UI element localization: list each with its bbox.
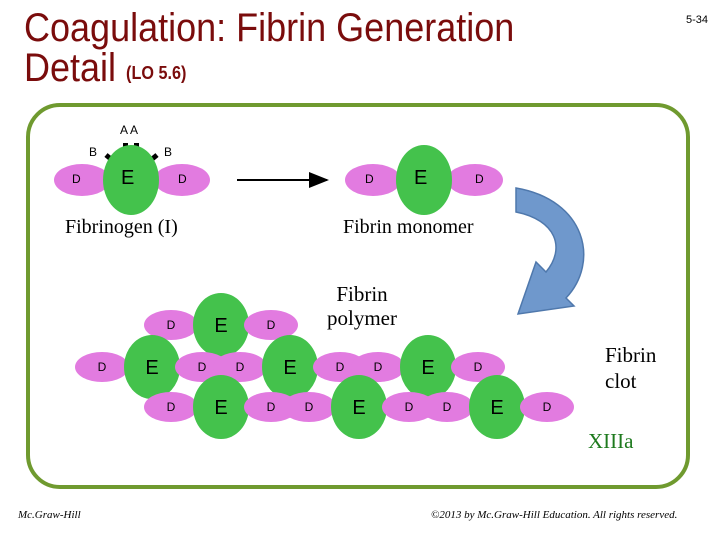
polymer-e-domain-13	[193, 375, 249, 439]
fibrinogen-label: Fibrinogen (I)	[65, 216, 178, 238]
monomer-d-right-domain	[447, 164, 503, 196]
diagram-panel	[26, 103, 690, 489]
polymer-label-line1: Fibrin	[336, 282, 388, 306]
monomer-e-label: E	[414, 167, 428, 189]
polymer-d-label-6: D	[236, 360, 245, 374]
polymer-e-label-19: E	[490, 397, 503, 419]
polymer-e-domain-1	[193, 293, 249, 357]
fibrinogen-d-left-label: D	[72, 172, 81, 186]
polymer-d-label-15: D	[305, 400, 314, 414]
polymer-e-domain-4	[124, 335, 180, 399]
polymer-d-domain-20	[520, 392, 574, 422]
monomer-d-left-label: D	[365, 172, 374, 186]
polymer-d-domain-15	[282, 392, 336, 422]
publisher-footer: Mc.Graw-Hill	[18, 509, 81, 521]
slide-title-detail: Detail	[24, 46, 117, 90]
polymer-d-domain-11	[451, 352, 505, 382]
fibrinogen-e-domain	[103, 145, 159, 215]
polymer-d-label-12: D	[167, 400, 176, 414]
polymer-e-domain-7	[262, 335, 318, 399]
polymer-d-domain-17	[382, 392, 436, 422]
polymer-d-domain-2	[244, 310, 298, 340]
peptide-a-label: A A	[120, 123, 139, 137]
monomer-d-right-label: D	[475, 172, 484, 186]
learning-objective: (LO 5.6)	[126, 63, 187, 83]
monomer-e-domain	[396, 145, 452, 215]
polymer-label-line2: polymer	[327, 306, 397, 330]
polymer-d-label-14: D	[267, 400, 276, 414]
fibrinogen-e-label: E	[121, 167, 135, 189]
polymer-d-label-3: D	[98, 360, 107, 374]
polymer-d-domain-12	[144, 392, 198, 422]
slide-title-line2: Detail (LO 5.6)	[24, 48, 186, 95]
polymer-d-domain-8	[313, 352, 367, 382]
polymer-e-domain-16	[331, 375, 387, 439]
polymer-d-domain-18	[420, 392, 474, 422]
slide-title-line1: Coagulation: Fibrin Generation	[24, 6, 515, 50]
monomer-label: Fibrin monomer	[343, 216, 474, 238]
clot-label-line2: clot	[605, 369, 637, 393]
polymer-d-label-20: D	[543, 400, 552, 414]
polymer-d-domain-3	[75, 352, 129, 382]
polymer-d-domain-0	[144, 310, 198, 340]
copyright-footer: ©2013 by Mc.Graw-Hill Education. All rig…	[431, 509, 678, 521]
polymer-e-label-13: E	[214, 397, 227, 419]
polymer-d-label-5: D	[198, 360, 207, 374]
polymer-e-domain-19	[469, 375, 525, 439]
polymer-e-domain-10	[400, 335, 456, 399]
polymer-d-domain-6	[213, 352, 267, 382]
polymer-d-label-9: D	[374, 360, 383, 374]
clot-label: Fibrin clot	[605, 342, 656, 394]
polymer-d-domain-5	[175, 352, 229, 382]
polymer-d-label-8: D	[336, 360, 345, 374]
slide-number: 5-34	[685, 14, 708, 26]
polymer-d-label-17: D	[405, 400, 414, 414]
monomer-d-left-domain	[345, 164, 401, 196]
polymer-e-label-16: E	[352, 397, 365, 419]
clot-label-line1: Fibrin	[605, 343, 657, 367]
curved-polymerization-arrow	[515, 187, 585, 315]
fibrinogen-d-left-domain	[54, 164, 110, 196]
polymer-e-label-1: E	[214, 315, 227, 337]
fibrinogen-d-right-label: D	[178, 172, 187, 186]
peptide-b-left-label: B	[89, 145, 98, 159]
polymer-d-label-0: D	[167, 318, 176, 332]
polymer-e-label-10: E	[421, 357, 434, 379]
polymer-d-domain-14	[244, 392, 298, 422]
polymer-d-label-2: D	[267, 318, 276, 332]
polymer-e-label-4: E	[145, 357, 158, 379]
polymer-d-label-11: D	[474, 360, 483, 374]
factor-xiiia-label: XIIIa	[588, 429, 634, 453]
polymer-d-label-18: D	[443, 400, 452, 414]
peptide-b-right-label: B	[164, 145, 173, 159]
polymer-label: Fibrin polymer	[327, 282, 397, 330]
polymer-d-domain-9	[351, 352, 405, 382]
polymer-e-label-7: E	[283, 357, 296, 379]
polymer-nodes: D E D D E D D E D D E D D E D D E D D E D	[75, 293, 574, 439]
fibrinogen-d-right-domain	[154, 164, 210, 196]
